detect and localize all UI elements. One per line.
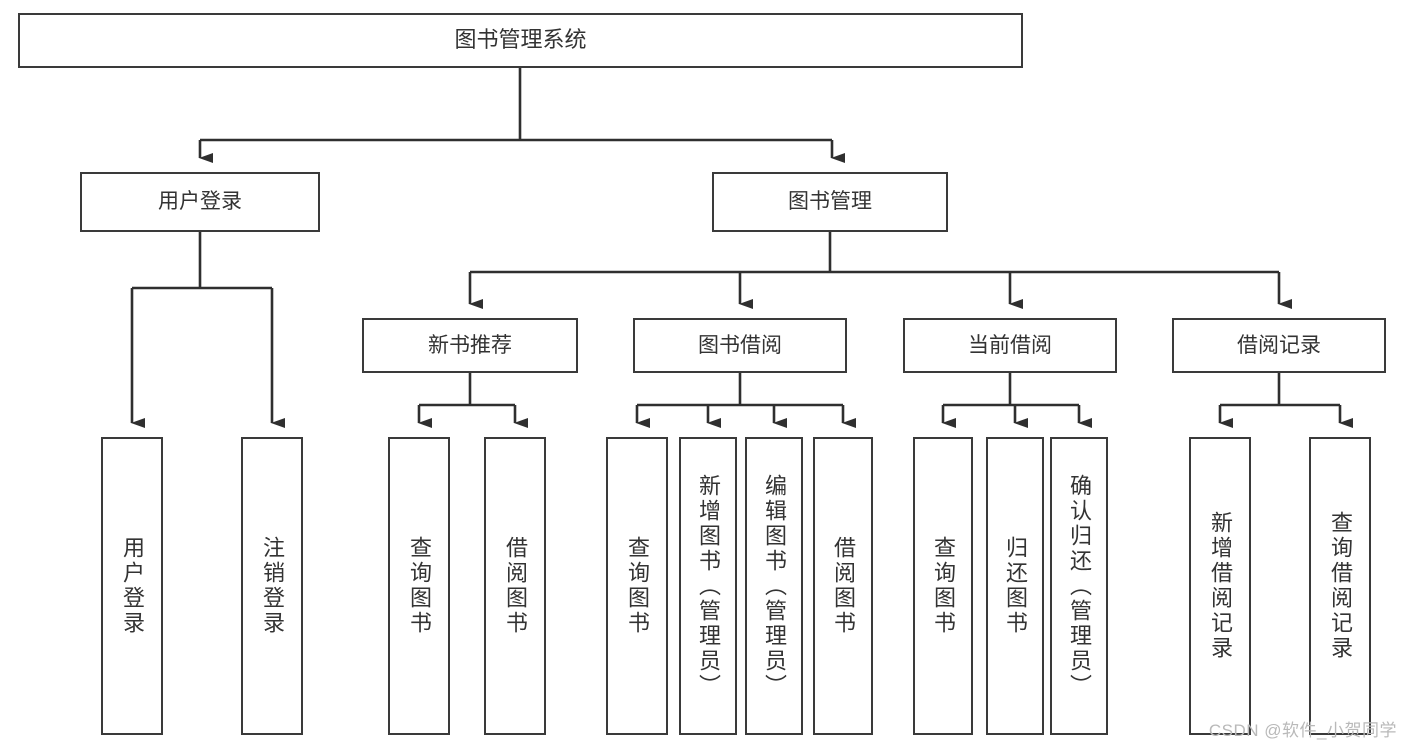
node-leaf-user-login[interactable]: 用户登录 — [101, 437, 163, 735]
node-leaf-add-book-admin[interactable]: 新增图书（管理员） — [679, 437, 737, 735]
node-leaf-add-record[interactable]: 新增借阅记录 — [1189, 437, 1251, 735]
node-leaf-borrow-book-1[interactable]: 借阅图书 — [484, 437, 546, 735]
node-leaf-query-record[interactable]: 查询借阅记录 — [1309, 437, 1371, 735]
node-user-login[interactable]: 用户登录 — [80, 172, 320, 232]
node-current-borrow[interactable]: 当前借阅 — [903, 318, 1117, 373]
node-leaf-logout[interactable]: 注销登录 — [241, 437, 303, 735]
watermark: CSDN @软件_小贺同学 — [1208, 721, 1397, 740]
node-book-borrow-label: 图书借阅 — [698, 333, 782, 357]
node-leaf-logout-label: 注销登录 — [260, 536, 285, 636]
node-leaf-query-book-3-label: 查询图书 — [931, 536, 956, 636]
node-leaf-borrow-book-2[interactable]: 借阅图书 — [813, 437, 873, 735]
node-leaf-borrow-book-1-label: 借阅图书 — [503, 536, 528, 636]
node-leaf-borrow-book-2-label: 借阅图书 — [831, 536, 856, 636]
node-leaf-query-book-1[interactable]: 查询图书 — [388, 437, 450, 735]
node-leaf-query-book-3[interactable]: 查询图书 — [913, 437, 973, 735]
node-current-borrow-label: 当前借阅 — [968, 333, 1052, 357]
node-leaf-edit-book-admin-label: 编辑图书（管理员） — [762, 473, 787, 699]
node-book-manage[interactable]: 图书管理 — [712, 172, 948, 232]
node-user-login-label: 用户登录 — [158, 190, 242, 214]
node-leaf-query-book-1-label: 查询图书 — [407, 536, 432, 636]
node-root[interactable]: 图书管理系统 — [18, 13, 1023, 68]
node-leaf-confirm-return-admin[interactable]: 确认归还（管理员） — [1050, 437, 1108, 735]
node-leaf-return-book[interactable]: 归还图书 — [986, 437, 1044, 735]
node-leaf-query-book-2-label: 查询图书 — [625, 536, 650, 636]
node-root-label: 图书管理系统 — [454, 27, 587, 53]
node-leaf-confirm-return-admin-label: 确认归还（管理员） — [1067, 473, 1092, 699]
node-leaf-add-book-admin-label: 新增图书（管理员） — [696, 473, 721, 699]
node-leaf-edit-book-admin[interactable]: 编辑图书（管理员） — [745, 437, 803, 735]
node-leaf-query-book-2[interactable]: 查询图书 — [606, 437, 668, 735]
node-book-borrow[interactable]: 图书借阅 — [633, 318, 847, 373]
node-leaf-add-record-label: 新增借阅记录 — [1208, 511, 1233, 661]
node-new-book-recommend[interactable]: 新书推荐 — [362, 318, 578, 373]
node-borrow-record[interactable]: 借阅记录 — [1172, 318, 1386, 373]
node-new-book-recommend-label: 新书推荐 — [428, 333, 512, 357]
node-leaf-return-book-label: 归还图书 — [1003, 536, 1028, 636]
node-book-manage-label: 图书管理 — [788, 190, 872, 214]
node-leaf-query-record-label: 查询借阅记录 — [1328, 511, 1353, 661]
node-leaf-user-login-label: 用户登录 — [120, 536, 145, 636]
node-borrow-record-label: 借阅记录 — [1237, 333, 1321, 357]
